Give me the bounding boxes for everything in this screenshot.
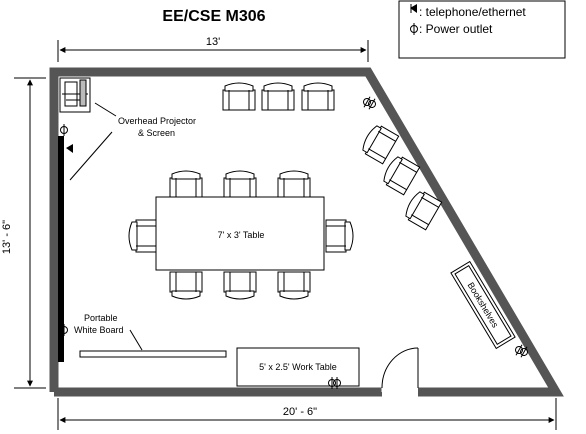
chair-icon xyxy=(277,170,311,199)
door xyxy=(381,347,419,392)
projector-leader xyxy=(94,102,117,117)
projection-screen xyxy=(58,136,64,362)
bottom-dimension-label: 20' - 6" xyxy=(283,406,317,418)
telephone-jack-icon xyxy=(410,4,417,13)
chair-icon xyxy=(325,219,354,253)
projector-icon xyxy=(59,77,91,113)
chair-icon xyxy=(277,271,311,300)
chair-icon xyxy=(358,122,400,165)
chair-icon xyxy=(379,153,421,196)
power-outlet-icon xyxy=(360,94,374,110)
work-table-label: 5' x 2.5' Work Table xyxy=(259,362,337,372)
projector-label-line1: Overhead Projector xyxy=(118,116,196,126)
chair-icon xyxy=(222,82,256,111)
left-dimension: 13' - 6" xyxy=(1,77,46,389)
chair-icon xyxy=(169,271,203,300)
chair-icon xyxy=(169,170,203,199)
left-dimension-label: 13' - 6" xyxy=(1,220,13,254)
projector-label-line2: & Screen xyxy=(138,128,175,138)
telephone-jack-icon xyxy=(66,144,73,153)
legend-outlet-text: : Power outlet xyxy=(419,22,493,36)
whiteboard-label-line1: Portable xyxy=(84,313,118,323)
conference-table xyxy=(155,196,325,271)
chair-icon xyxy=(261,82,295,111)
chair-icon xyxy=(301,82,335,111)
whiteboard-leader xyxy=(129,329,143,351)
power-outlet-icon xyxy=(365,96,379,112)
legend-telephone-text: : telephone/ethernet xyxy=(419,5,526,19)
power-outlet-icon xyxy=(512,342,526,358)
top-dimension: 13' xyxy=(57,36,369,62)
room-walls xyxy=(49,67,564,397)
chair-icon xyxy=(223,170,257,199)
bottom-dimension: 20' - 6" xyxy=(57,398,557,430)
power-outlet-icon xyxy=(60,123,68,137)
legend: : telephone/ethernet : Power outlet xyxy=(398,0,566,59)
chair-icon xyxy=(128,219,157,253)
chair-icon xyxy=(223,271,257,300)
screen-leader xyxy=(69,131,113,181)
portable-whiteboard xyxy=(79,350,227,358)
whiteboard-label-line2: White Board xyxy=(74,325,124,335)
room-title: EE/CSE M306 xyxy=(162,8,265,25)
top-dimension-label: 13' xyxy=(206,36,220,48)
table-label: 7' x 3' Table xyxy=(218,230,265,240)
